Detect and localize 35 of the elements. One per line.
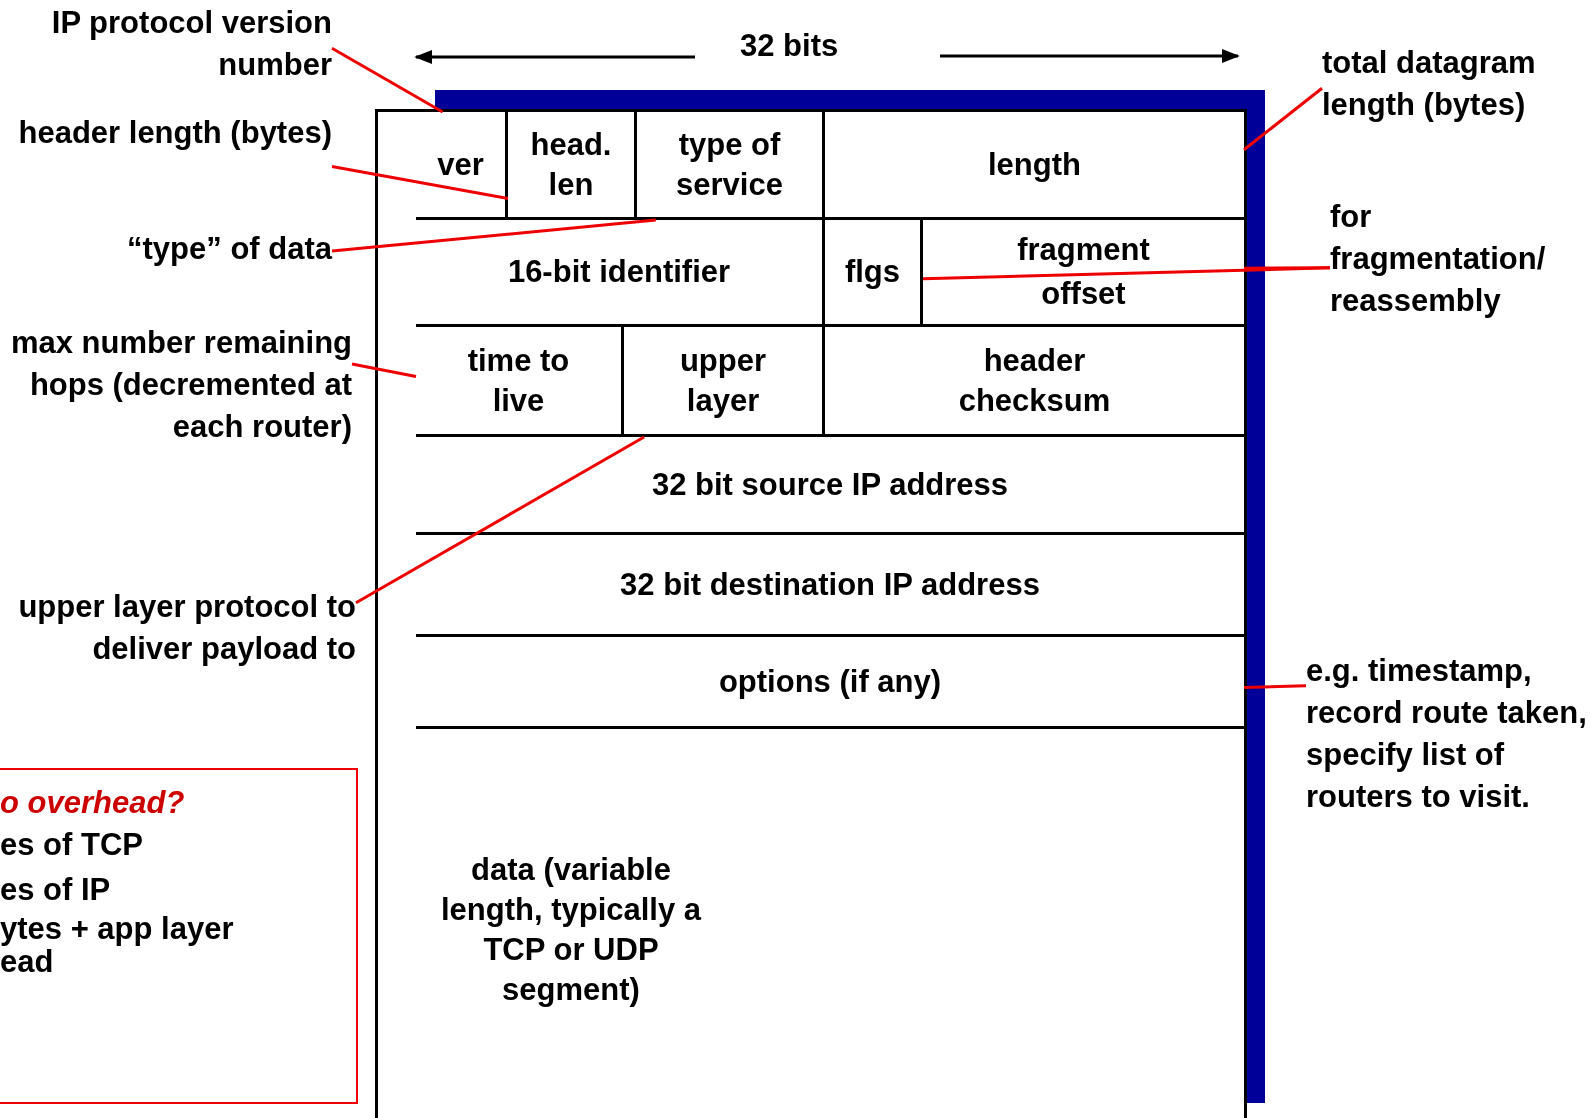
callout-text: e.g. timestamp, record route taken, specify list of routers to visit.: [1306, 650, 1592, 818]
header-field: length: [825, 112, 1244, 220]
header-field: header checksum: [825, 327, 1244, 437]
header-field: 32 bit source IP address: [416, 437, 1244, 535]
callout-text: header length (bytes): [0, 112, 332, 154]
leader-line: [331, 165, 509, 200]
leader-line: [331, 218, 656, 253]
header-field: ver: [416, 112, 508, 220]
note-heading: o overhead?: [0, 786, 186, 819]
note-text: es of TCP: [0, 828, 144, 861]
header-field: options (if any): [416, 637, 1244, 729]
leader-line: [1244, 266, 1330, 270]
header-field: type of service: [637, 112, 825, 220]
callout-text: total datagram length (bytes): [1322, 42, 1592, 126]
header-field: upper layer: [624, 327, 825, 437]
header-field: time to live: [416, 327, 624, 437]
header-field: head. len: [508, 112, 637, 220]
callout-text: for fragmentation/ reassembly: [1330, 196, 1592, 322]
callout-text: IP protocol version number: [0, 2, 332, 86]
leader-line: [355, 435, 645, 605]
width-label: 32 bits: [740, 27, 839, 65]
header-field: 32 bit destination IP address: [416, 535, 1244, 637]
leader-line: [1243, 87, 1323, 151]
leader-line: [1243, 684, 1307, 690]
note-text: es of IP: [0, 873, 112, 906]
note-box: [0, 768, 358, 1104]
callout-text: upper layer protocol to deliver payload to: [0, 586, 356, 670]
leader-line: [351, 362, 417, 378]
callout-text: “type” of data: [0, 228, 332, 270]
callout-text: max number remaining hops (decremented at each router): [0, 322, 352, 448]
note-text: ytes + app layer ead: [0, 912, 235, 978]
header-field: fragment offset: [923, 220, 1244, 327]
header-field: data (variable length, typically a TCP or UDP segment): [416, 729, 1244, 1118]
header-field: 16-bit identifier: [416, 220, 825, 327]
header-field: flgs: [825, 220, 923, 327]
